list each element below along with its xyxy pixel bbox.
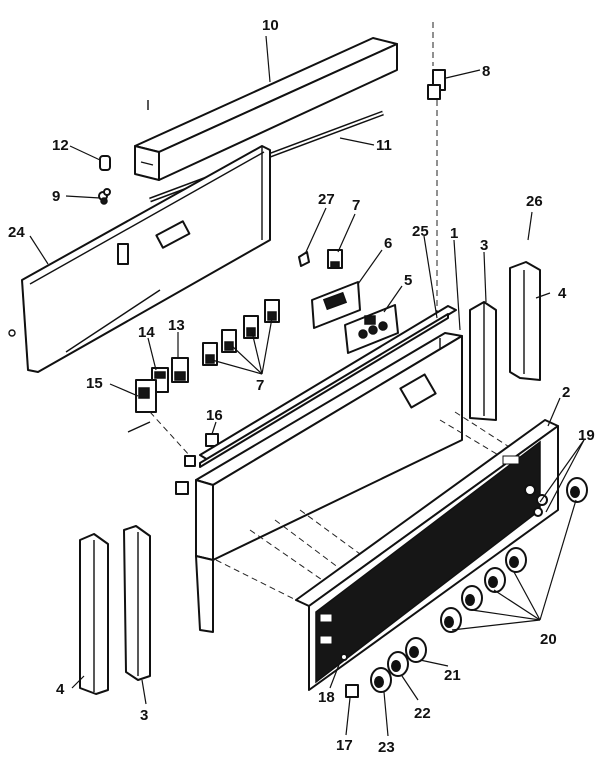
- part-25-rail: [199, 305, 457, 468]
- part-9-clip: [98, 188, 111, 205]
- callout-11: 11: [376, 137, 392, 154]
- part-23-knob: [370, 667, 392, 693]
- callout-4-upper: 4: [558, 285, 567, 302]
- part-10-top-channel: [134, 37, 398, 181]
- callout-9: 9: [52, 188, 60, 205]
- part-22-knob: [387, 651, 409, 677]
- callout-24: 24: [8, 224, 25, 241]
- knob: [505, 547, 527, 573]
- part-7-switch-upper: [327, 249, 343, 269]
- callout-19: 19: [578, 427, 595, 444]
- callout-14: 14: [138, 324, 155, 341]
- part-12-fastener: [99, 155, 111, 171]
- callout-5: 5: [404, 272, 412, 289]
- part-13-switch: [171, 357, 189, 383]
- knob: [484, 567, 506, 593]
- part-18-screw: [340, 653, 348, 661]
- callout-6: 6: [384, 235, 392, 252]
- callout-12: 12: [52, 137, 69, 154]
- callout-18: 18: [318, 689, 335, 706]
- part-7-switch-group: [202, 299, 280, 366]
- callout-20: 20: [540, 631, 557, 648]
- callout-7-upper: 7: [352, 197, 360, 214]
- part-20-knobs: [440, 477, 588, 633]
- small-parts-left: [175, 455, 196, 495]
- part-8-bracket: [427, 69, 446, 100]
- knob: [566, 477, 588, 503]
- part-15-switch: [135, 379, 157, 413]
- callout-21: 21: [444, 667, 461, 684]
- part-27-grommet: [298, 251, 310, 267]
- leader-lines: [29, 35, 585, 737]
- part-17-clip: [345, 684, 359, 698]
- part-19-parts: [524, 484, 548, 517]
- callout-13: 13: [168, 317, 185, 334]
- part-21-knob: [405, 637, 427, 663]
- part-1-main-panel: [195, 332, 463, 633]
- part-3-side-bracket-upper: [469, 301, 497, 421]
- callout-4-lower: 4: [56, 681, 65, 698]
- screw-left: [8, 329, 16, 337]
- part-6-bracket: [311, 281, 361, 329]
- callout-3-upper: 3: [480, 237, 488, 254]
- callout-15: 15: [86, 375, 103, 392]
- part-5-control: [344, 304, 399, 354]
- callout-2: 2: [562, 384, 570, 401]
- callout-1: 1: [450, 225, 458, 242]
- part-3-side-bracket-lower: [123, 525, 151, 681]
- callout-17: 17: [336, 737, 353, 754]
- callout-10: 10: [262, 17, 279, 34]
- callout-27: 27: [318, 191, 335, 208]
- callout-8: 8: [482, 63, 490, 80]
- callout-23: 23: [378, 739, 395, 756]
- knob: [461, 585, 483, 611]
- knob: [440, 607, 462, 633]
- callout-26: 26: [526, 193, 543, 210]
- callouts: 10 8 12 11 9 27 7 26 24 6 25 1 3 4 5 14 …: [8, 17, 595, 756]
- part-24-back-panel: [21, 145, 271, 373]
- part-4-side-bracket-upper: [509, 261, 541, 381]
- callout-3-lower: 3: [140, 707, 148, 724]
- part-2-faceplate: [295, 419, 559, 691]
- callout-7-lower: 7: [256, 377, 264, 394]
- callout-25: 25: [412, 223, 429, 240]
- callout-16: 16: [206, 407, 223, 424]
- callout-22: 22: [414, 705, 431, 722]
- part-4-side-bracket-lower: [79, 533, 109, 695]
